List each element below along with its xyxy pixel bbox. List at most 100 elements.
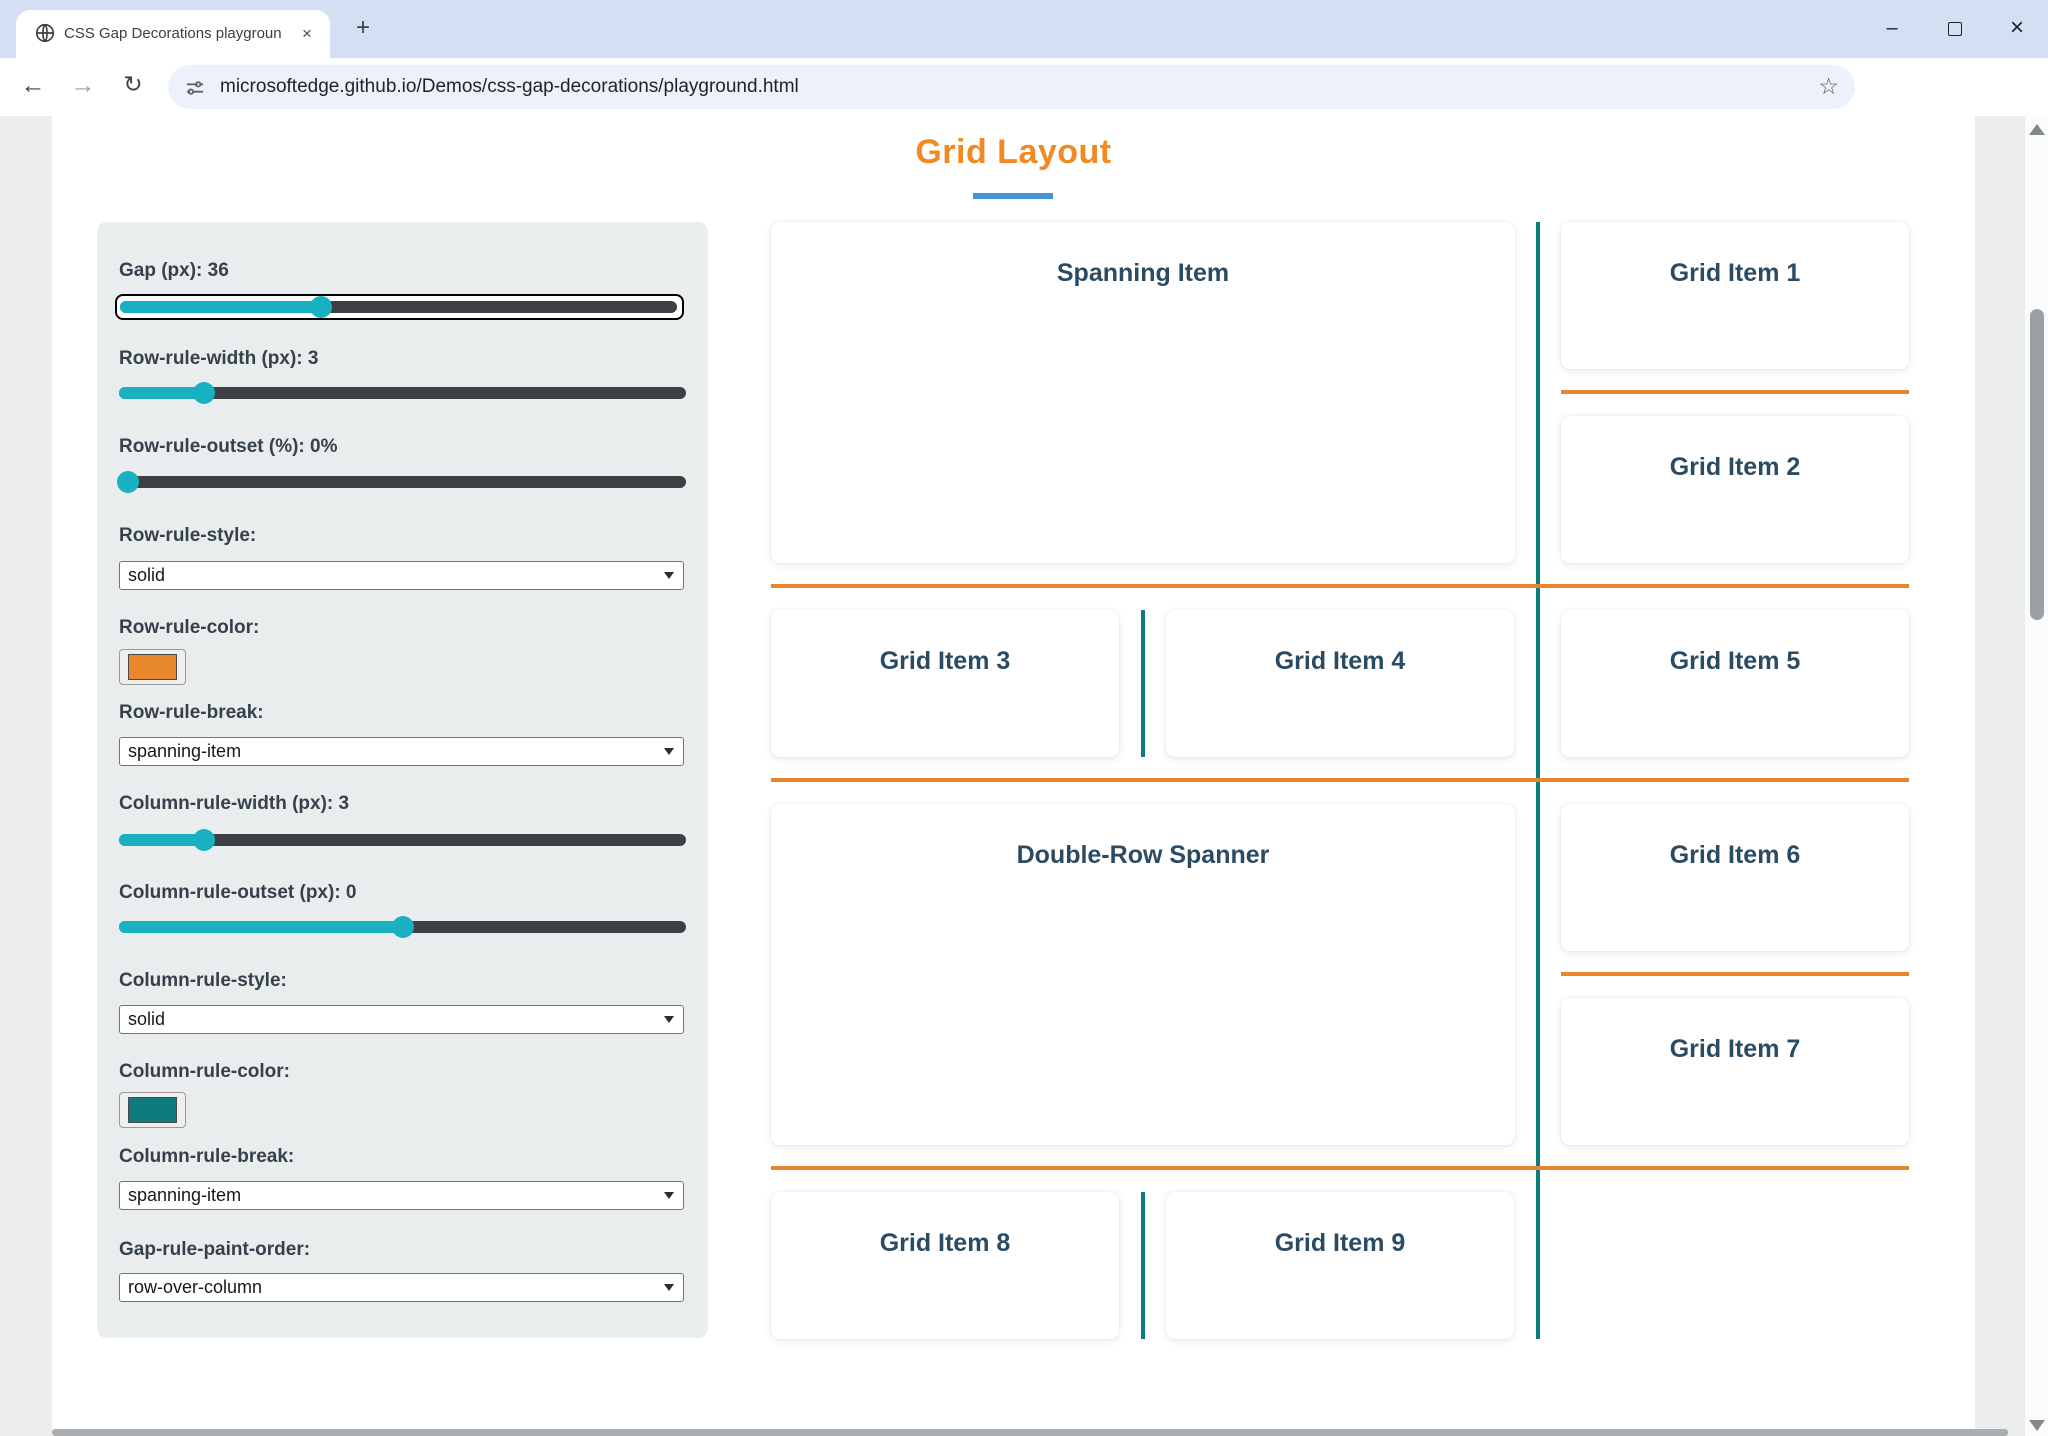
- column-rule-style-label: Column-rule-style:: [119, 970, 287, 991]
- grid-item-label: Grid Item 6: [1669, 841, 1801, 869]
- row-rule-width-label: Row-rule-width (px): 3: [119, 348, 319, 369]
- grid-item-label: Grid Item 2: [1669, 453, 1801, 481]
- gap-slider-track[interactable]: [120, 296, 677, 318]
- gap-slider-label: Gap (px): 36: [119, 260, 229, 281]
- column-rule-segment-row3: [1141, 610, 1145, 757]
- grid-item-5: Grid Item 5: [1561, 610, 1909, 757]
- grid-item-label: Double-Row Spanner: [1016, 841, 1270, 869]
- column-rule-width-fill: [119, 834, 205, 846]
- reload-icon[interactable]: ↻: [123, 71, 143, 97]
- column-rule-width-thumb[interactable]: [193, 829, 216, 851]
- grid-item-label: Grid Item 4: [1274, 647, 1406, 675]
- maximize-icon: [1948, 22, 1962, 36]
- gap-rule-paint-order-select[interactable]: row-over-column: [119, 1273, 684, 1302]
- column-rule-style-value: solid: [128, 1009, 166, 1029]
- column-rule-break-label: Column-rule-break:: [119, 1146, 295, 1167]
- row-rule-style-label: Row-rule-style:: [119, 525, 257, 546]
- bookmark-star-icon[interactable]: ☆: [1818, 73, 1839, 99]
- controls-panel: Gap (px): 36 Row-rule-width (px): 3 Row-…: [97, 222, 708, 1338]
- grid-item-label: Grid Item 1: [1669, 259, 1801, 287]
- row-rule-color-swatch: [128, 654, 177, 680]
- row-rule-style-value: solid: [128, 565, 166, 585]
- grid-item-label: Grid Item 7: [1669, 1035, 1801, 1063]
- column-rule-color-label: Column-rule-color:: [119, 1061, 290, 1082]
- row-rule-break-value: spanning-item: [128, 741, 242, 761]
- page-title: Grid Layout: [915, 133, 1112, 171]
- grid-item-1: Grid Item 1: [1561, 222, 1909, 369]
- grid-item-4: Grid Item 4: [1166, 610, 1514, 757]
- page-left-margin: [0, 116, 52, 1436]
- row-rule-break-select[interactable]: spanning-item: [119, 737, 684, 766]
- column-rule-style-select[interactable]: solid: [119, 1005, 684, 1034]
- column-rule-color-picker[interactable]: [119, 1092, 186, 1128]
- row-rule-color-picker[interactable]: [119, 649, 186, 685]
- row-rule-outset-slider[interactable]: [117, 471, 686, 493]
- scroll-up-icon[interactable]: [2029, 124, 2045, 135]
- column-rule-outset-fill: [119, 921, 403, 933]
- row-rule-segment-2: [1561, 972, 1909, 976]
- address-bar[interactable]: microsoftedge.github.io/Demos/css-gap-de…: [168, 65, 1855, 109]
- new-tab-button[interactable]: +: [355, 14, 370, 41]
- column-rule-width-label: Column-rule-width (px): 3: [119, 793, 350, 814]
- chevron-down-icon: [664, 1016, 674, 1023]
- grid-item-8: Grid Item 8: [771, 1192, 1119, 1339]
- grid-item-6: Grid Item 6: [1561, 804, 1909, 951]
- column-rule-outset-thumb[interactable]: [391, 916, 414, 938]
- forward-icon[interactable]: →: [70, 71, 96, 99]
- grid-item-double-row-spanner: Double-Row Spanner: [771, 804, 1515, 1145]
- grid-item-2: Grid Item 2: [1561, 416, 1909, 563]
- row-rule-style-select[interactable]: solid: [119, 561, 684, 590]
- row-rule-color-label: Row-rule-color:: [119, 617, 260, 638]
- row-rule-outset-thumb[interactable]: [117, 471, 139, 493]
- page-right-margin: [1975, 116, 2025, 1436]
- tab-close-icon[interactable]: ×: [302, 24, 312, 43]
- row-rule-outset-label: Row-rule-outset (%): 0%: [119, 436, 338, 457]
- back-icon[interactable]: ←: [20, 71, 46, 99]
- grid-item-label: Grid Item 8: [879, 1229, 1011, 1257]
- grid-item-label: Grid Item 9: [1274, 1229, 1406, 1257]
- grid-item-9: Grid Item 9: [1166, 1192, 1514, 1339]
- title-underline: [973, 193, 1053, 199]
- column-rule-color-swatch: [128, 1097, 177, 1123]
- grid-item-label: Grid Item 5: [1669, 647, 1801, 675]
- row-rule-segment-1: [1561, 390, 1909, 394]
- chevron-down-icon: [664, 748, 674, 755]
- horizontal-scrollbar-thumb[interactable]: [52, 1429, 2008, 1436]
- column-rule-width-slider[interactable]: [119, 829, 686, 851]
- row-rule-width-fill: [119, 387, 205, 399]
- grid-item-label: Grid Item 3: [879, 647, 1011, 675]
- window-minimize-button[interactable]: –: [1886, 17, 1898, 39]
- grid-item-spanning: Spanning Item: [771, 222, 1515, 563]
- row-rule-full-2: [771, 778, 1909, 782]
- gap-slider-fill: [120, 301, 321, 313]
- vertical-scrollbar-thumb[interactable]: [2030, 309, 2044, 620]
- column-rule-break-value: spanning-item: [128, 1185, 242, 1205]
- tab-title: CSS Gap Decorations playgroun: [64, 25, 282, 42]
- row-rule-width-thumb[interactable]: [193, 382, 216, 404]
- grid-item-3: Grid Item 3: [771, 610, 1119, 757]
- row-rule-width-slider[interactable]: [119, 382, 686, 404]
- gap-rule-paint-order-value: row-over-column: [128, 1277, 263, 1297]
- scroll-down-icon[interactable]: [2029, 1420, 2045, 1431]
- column-rule-segment-row6: [1141, 1192, 1145, 1339]
- column-rule-outset-slider[interactable]: [119, 916, 686, 938]
- chevron-down-icon: [664, 1192, 674, 1199]
- row-rule-full-3: [771, 1166, 1909, 1170]
- window-maximize-button[interactable]: [1938, 12, 1972, 46]
- gap-slider[interactable]: [115, 294, 684, 320]
- row-rule-break-label: Row-rule-break:: [119, 702, 264, 723]
- tab-strip: CSS Gap Decorations playgroun × + – ×: [0, 0, 2048, 58]
- url-text[interactable]: microsoftedge.github.io/Demos/css-gap-de…: [220, 76, 799, 97]
- browser-toolbar: ← → ↻ microsoftedge.github.io/Demos/css-…: [0, 58, 2048, 156]
- site-settings-tune-icon[interactable]: [184, 77, 206, 99]
- gap-slider-thumb[interactable]: [309, 296, 332, 318]
- grid-item-7: Grid Item 7: [1561, 998, 1909, 1145]
- chevron-down-icon: [664, 572, 674, 579]
- column-rule-break-select[interactable]: spanning-item: [119, 1181, 684, 1210]
- window-close-button[interactable]: ×: [2009, 14, 2024, 41]
- browser-tab[interactable]: CSS Gap Decorations playgroun ×: [16, 10, 330, 58]
- gap-rule-paint-order-label: Gap-rule-paint-order:: [119, 1239, 311, 1260]
- globe-favicon-icon: [34, 22, 56, 44]
- chevron-down-icon: [664, 1284, 674, 1291]
